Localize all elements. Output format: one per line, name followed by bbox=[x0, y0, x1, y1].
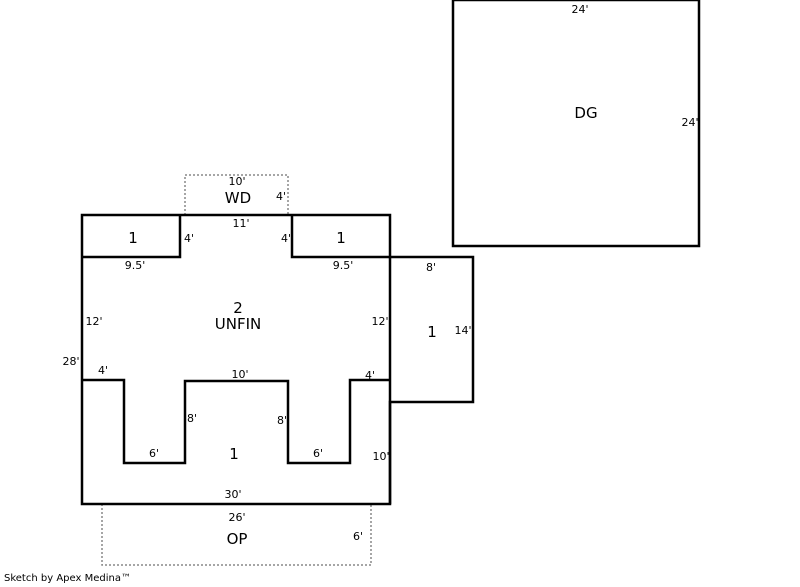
top-center-dim: 11' bbox=[232, 217, 249, 230]
top-left-room-height: 4' bbox=[184, 232, 194, 245]
open-porch-width-label: 26' bbox=[228, 511, 245, 524]
side-wing-label: 1 bbox=[427, 323, 437, 341]
top-left-room-wall bbox=[82, 215, 182, 259]
center-10-dim: 10' bbox=[231, 368, 248, 381]
right-notch-dim: 4' bbox=[365, 369, 375, 382]
left-8-dim: 8' bbox=[187, 412, 197, 425]
garage-label: DG bbox=[574, 104, 597, 122]
story-label: 2 bbox=[233, 299, 243, 317]
sketch-credit: Sketch by Apex Medina™ bbox=[4, 573, 131, 584]
right-12-dim: 12' bbox=[371, 315, 388, 328]
wood-deck-label: WD bbox=[225, 189, 251, 207]
main-house-outline bbox=[80, 213, 475, 506]
wood-deck-width-label: 10' bbox=[228, 175, 245, 188]
open-porch-depth-label: 6' bbox=[353, 530, 363, 543]
wood-deck-depth-label: 4' bbox=[276, 190, 286, 203]
open-porch-label: OP bbox=[227, 530, 248, 548]
overall-left-dim: 28' bbox=[62, 355, 79, 368]
right-8-dim: 8' bbox=[277, 414, 287, 427]
right-10-dim: 10' bbox=[372, 450, 389, 463]
right-6-dim: 6' bbox=[313, 447, 323, 460]
open-porch-outline bbox=[101, 504, 372, 566]
top-left-room-width: 9.5' bbox=[125, 259, 146, 272]
top-right-room-wall bbox=[290, 215, 390, 259]
garage-depth-label: 24' bbox=[681, 116, 698, 129]
unfinished-label: UNFIN bbox=[215, 315, 261, 333]
garage-outline bbox=[451, 0, 701, 248]
top-left-room-label: 1 bbox=[128, 229, 138, 247]
garage-width-label: 24' bbox=[571, 3, 588, 16]
side-wing-depth: 14' bbox=[454, 324, 471, 337]
left-notch-dim: 4' bbox=[98, 364, 108, 377]
side-wing-width: 8' bbox=[426, 261, 436, 274]
top-right-room-width: 9.5' bbox=[333, 259, 354, 272]
bottom-30-dim: 30' bbox=[224, 488, 241, 501]
left-6-dim: 6' bbox=[149, 447, 159, 460]
top-right-room-height: 4' bbox=[281, 232, 291, 245]
left-12-dim: 12' bbox=[85, 315, 102, 328]
story-division-wall bbox=[82, 378, 390, 465]
top-right-room-label: 1 bbox=[336, 229, 346, 247]
wood-deck-outline bbox=[184, 174, 289, 215]
lower-story-label: 1 bbox=[229, 445, 239, 463]
